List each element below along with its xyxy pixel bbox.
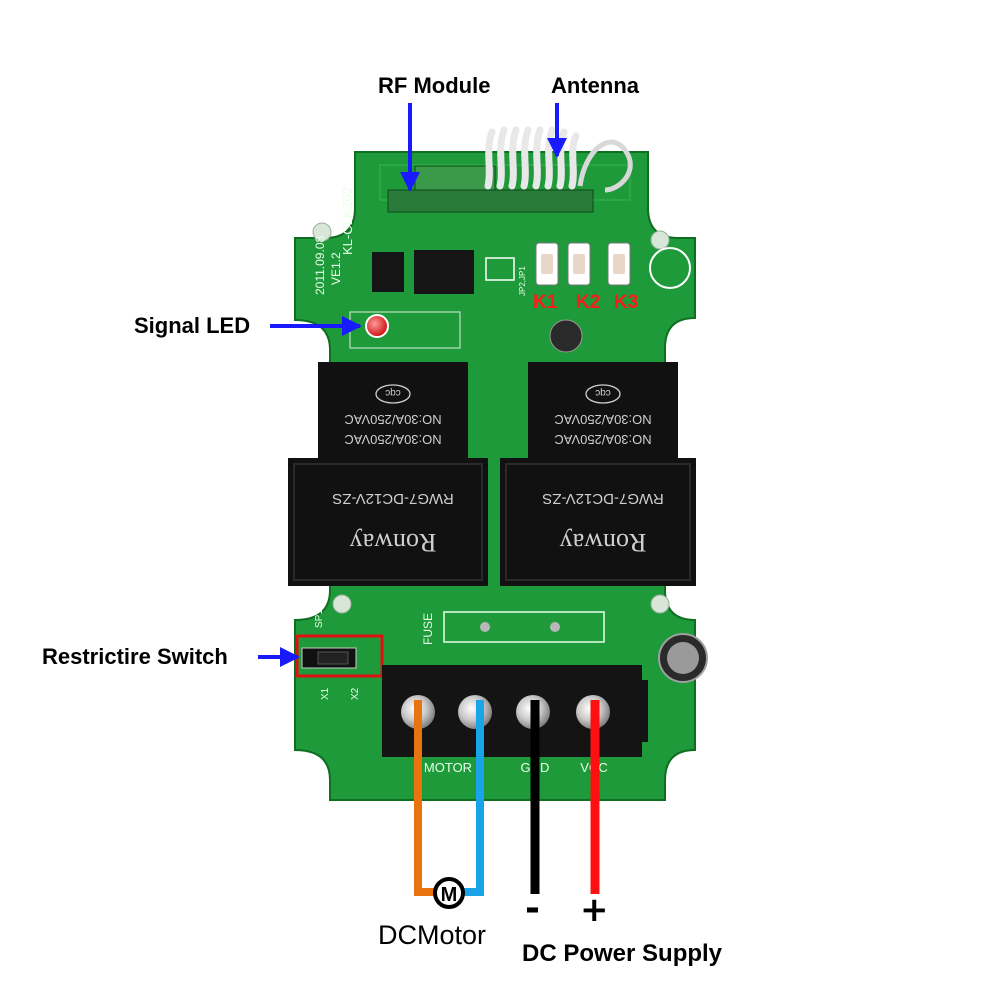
- pcb-board-model: KL-CLKZ02: [340, 187, 355, 255]
- relay-2-cert-mark: [585, 384, 621, 404]
- mounting-hole: [312, 222, 332, 242]
- pcb-date: 2011.09.08: [313, 236, 327, 295]
- button-k3-label: K3: [614, 292, 639, 313]
- pcb-jumper-label: JP2,JP1: [518, 266, 527, 296]
- minus-sign: -: [525, 888, 540, 929]
- pcb-motor-label: MOTOR: [424, 760, 472, 775]
- wire-motor-orange: [414, 700, 440, 896]
- button-k1[interactable]: [535, 242, 559, 286]
- mounting-hole: [650, 230, 670, 250]
- mounting-hole: [650, 594, 670, 614]
- motor-symbol-letter: M: [441, 884, 458, 906]
- fuse-pin: [550, 622, 560, 632]
- pcb-x2-label: X2: [350, 687, 361, 700]
- relay-1-brand: Ronway: [350, 528, 437, 557]
- buzzer: [649, 247, 691, 289]
- antenna-coil: [484, 126, 633, 193]
- pcb-sp1-label: SP1: [314, 609, 325, 628]
- fuse-holder: [443, 611, 605, 643]
- relay-2: [500, 362, 696, 586]
- terminal-block-end: [620, 680, 648, 742]
- dc-power-supply-label: DC Power Supply: [522, 940, 723, 967]
- relay-2-rating-1: NO:30A/250VAC: [554, 412, 651, 427]
- capacitor-large-top: [667, 642, 699, 674]
- ic-chip: [414, 250, 474, 294]
- relay-2-brand: Ronway: [560, 528, 647, 557]
- relay-2-rating-2: NO:30A/250VAC: [554, 432, 651, 447]
- pcb-version: VE1.2: [329, 252, 343, 285]
- fuse-pin: [480, 622, 490, 632]
- relay-1-model: RWG7-DC12V-ZS: [332, 490, 453, 507]
- ic-chip: [372, 252, 404, 292]
- relay-1-rating-1: NO:30A/250VAC: [344, 412, 441, 427]
- rf-module: [387, 189, 594, 213]
- relay-1-mark-text: cqc: [385, 387, 401, 398]
- motor-symbol: [433, 877, 465, 909]
- plus-sign: +: [580, 890, 609, 930]
- capacitor-small: [549, 319, 583, 353]
- antenna-label: Antenna: [551, 73, 639, 98]
- terminal-screw: [458, 695, 492, 729]
- button-k3[interactable]: [607, 242, 631, 286]
- mounting-hole: [332, 594, 352, 614]
- rf-module-header: [414, 165, 496, 191]
- relay-1-rating-2: NO:30A/250VAC: [344, 432, 441, 447]
- relay-2-mark-text: cqc: [595, 387, 611, 398]
- button-k1-label: K1: [533, 292, 558, 313]
- pcb-board: [294, 151, 696, 801]
- pcb-fuse-label: FUSE: [421, 613, 435, 645]
- wire-motor-blue: [460, 700, 484, 896]
- jumper-header: [485, 257, 515, 281]
- relay-2-model: RWG7-DC12V-ZS: [542, 490, 663, 507]
- button-k2[interactable]: [567, 242, 591, 286]
- dc-motor-label: DCMotor: [378, 920, 487, 950]
- button-k2-label: K2: [576, 292, 601, 313]
- pcb-x1-label: X1: [320, 687, 331, 700]
- rf-module-label: RF Module: [378, 73, 491, 98]
- relay-1-cert-mark: [375, 384, 411, 404]
- jumper-cap: [317, 651, 349, 665]
- signal-led-label: Signal LED: [134, 313, 251, 338]
- signal-led: [365, 314, 389, 338]
- restrictire-switch-label: Restrictire Switch: [42, 644, 228, 669]
